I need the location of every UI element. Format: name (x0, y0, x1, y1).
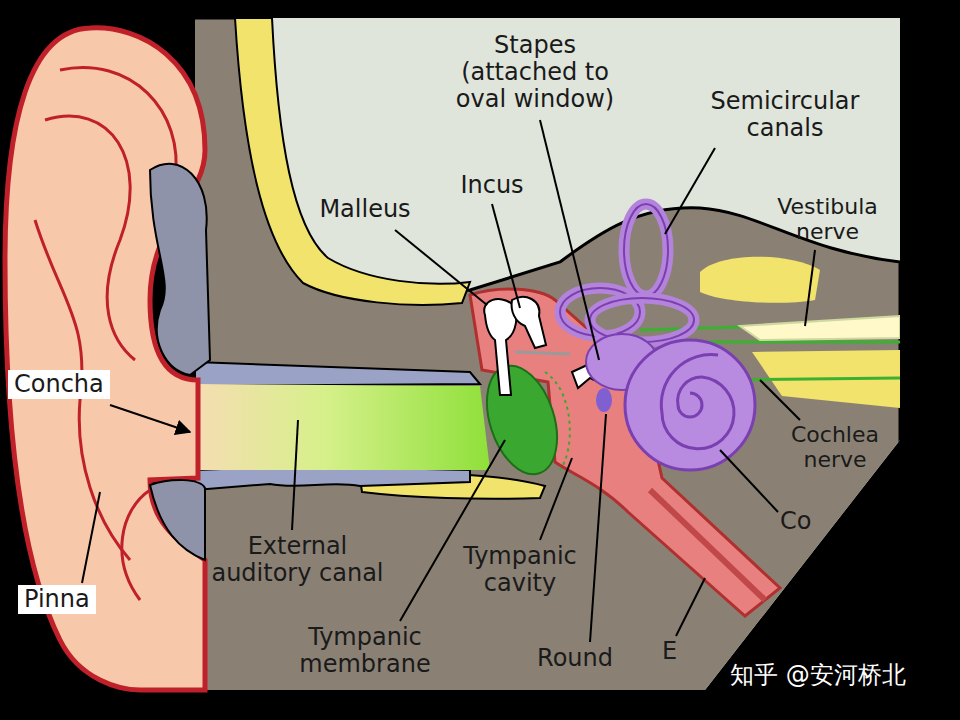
part-label: Vestibula nerve (765, 194, 890, 244)
part-label: Tympanic cavity (455, 543, 585, 597)
part-label: Round (530, 645, 620, 672)
head-section (0, 18, 900, 720)
part-label: Tympanic membrane (280, 624, 450, 678)
part-label: Stapes (attached to oval window) (435, 32, 635, 113)
part-label: Incus (452, 172, 532, 199)
part-label: Semicircular canals (690, 88, 880, 142)
part-label: Concha (8, 370, 110, 399)
pinna (5, 28, 210, 690)
part-label: Cochlea nerve (785, 422, 885, 472)
part-label: External auditory canal (200, 533, 395, 587)
part-label: Pinna (18, 585, 96, 614)
part-label: Co (780, 508, 811, 535)
part-label: E (662, 638, 677, 665)
part-label: Malleus (310, 196, 420, 223)
watermark: 知乎 @安河桥北 (730, 662, 906, 689)
